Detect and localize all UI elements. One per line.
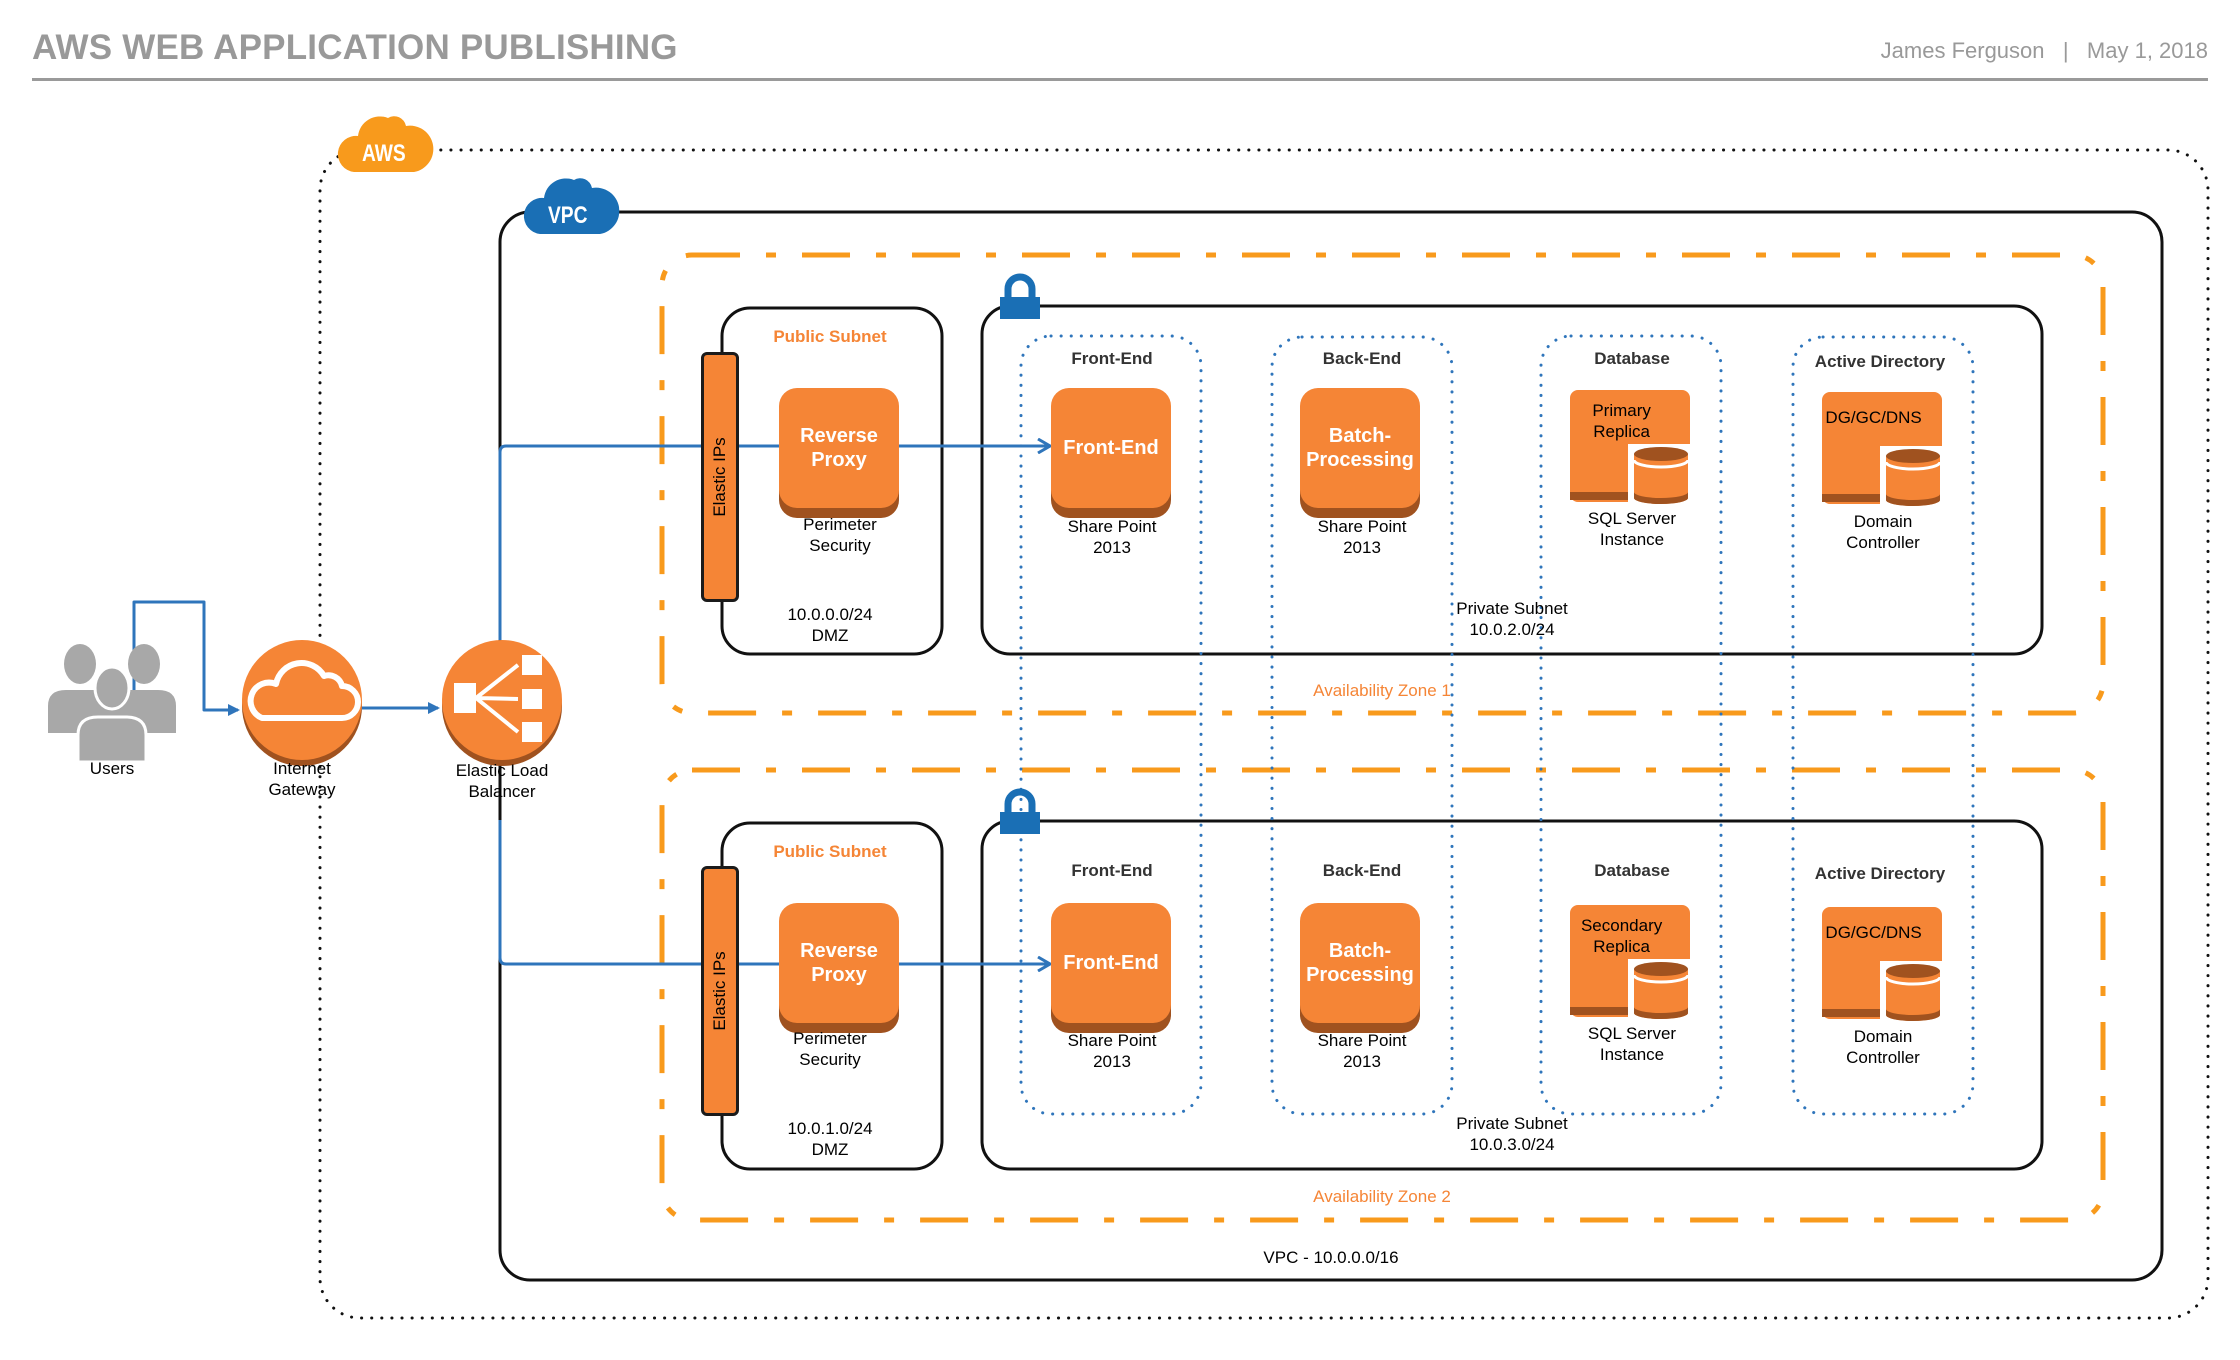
elastic-ips-label: Elastic IPs (710, 951, 729, 1031)
tier-column-active-directory (1791, 335, 1975, 1116)
reverse-proxy-node[interactable]: Reverse Proxy (779, 903, 899, 1023)
elastic-ips-label: Elastic IPs (710, 437, 729, 517)
database-icon (1570, 905, 1690, 1021)
separator: | (2062, 38, 2069, 63)
date: May 1, 2018 (2086, 38, 2208, 63)
primary-replica-node[interactable]: Primary Replica (1570, 390, 1690, 506)
directory-server-icon (1822, 392, 1942, 508)
proxy-caption: Perimeter Security (793, 1029, 867, 1069)
elastic-ips-bar[interactable]: Elastic IPs (701, 352, 739, 602)
tier-column-front-end (1019, 334, 1203, 1116)
domain-controller-node[interactable]: DG/GC/DNS (1822, 392, 1942, 508)
connector-elb-to-zone-1 (498, 446, 1050, 640)
public-subnet-title: Public Subnet (773, 842, 887, 861)
zone-label: Availability Zone 2 (1313, 1187, 1451, 1206)
elastic-ips-bar[interactable]: Elastic IPs (701, 866, 739, 1116)
tier-caption: Share Point 2013 (1317, 1031, 1407, 1071)
tier-caption: Share Point 2013 (1317, 517, 1407, 557)
private-subnet-2 (980, 819, 2044, 1171)
public-subnet-cidr: 10.0.1.0/24 DMZ (787, 1119, 873, 1159)
page-title: AWS WEB APPLICATION PUBLISHING (32, 28, 678, 67)
ad-tile-label: DG/GC/DNS (1825, 408, 1922, 427)
tier-caption: Share Point 2013 (1067, 1031, 1157, 1071)
connector-elb-to-zone-2 (498, 820, 1050, 964)
vpc-cidr-label: VPC - 10.0.0.0/16 (1263, 1248, 1399, 1267)
database-icon (1570, 390, 1690, 506)
tier-heading: Back-End (1322, 861, 1402, 880)
aws-badge-label: AWS (362, 140, 406, 167)
availability-zone-1 (659, 252, 2106, 716)
tier-heading: Active Directory (1814, 864, 1946, 883)
tier-heading: Active Directory (1814, 352, 1946, 371)
vpc-boundary (498, 210, 2164, 1282)
front-end-node[interactable]: Front-End (1051, 388, 1171, 508)
public-subnet-title: Public Subnet (773, 327, 887, 346)
tier-caption: SQL Server Instance (1587, 509, 1677, 549)
secondary-replica-node[interactable]: Secondary Replica (1570, 905, 1690, 1021)
vpc-badge-label: VPC (548, 202, 588, 229)
tier-caption: SQL Server Instance (1587, 1024, 1677, 1064)
tier-heading: Database (1594, 861, 1670, 880)
internet-gateway-icon (242, 640, 362, 766)
tier-caption: Domain Controller (1846, 1027, 1920, 1067)
availability-zone-2 (659, 767, 2106, 1223)
private-subnet-1 (980, 304, 2044, 656)
db-tile-label: Secondary Replica (1580, 916, 1663, 956)
header-rule (32, 78, 2208, 81)
private-subnet-label: Private Subnet 10.0.2.0/24 (1456, 599, 1568, 639)
batch-processing-node[interactable]: Batch- Processing (1300, 903, 1420, 1023)
tier-heading: Front-End (1071, 349, 1153, 368)
tier-heading: Database (1594, 349, 1670, 368)
author-date: James Ferguson | May 1, 2018 (1881, 38, 2208, 64)
front-end-node[interactable]: Front-End (1051, 903, 1171, 1023)
elastic-load-balancer-icon (442, 640, 562, 766)
batch-processing-node[interactable]: Batch- Processing (1300, 388, 1420, 508)
aws-cloud-icon (337, 116, 434, 172)
directory-server-icon (1822, 907, 1942, 1023)
lock-icon (1000, 273, 1040, 319)
author: James Ferguson (1880, 38, 2045, 63)
tier-caption: Domain Controller (1846, 512, 1920, 552)
aws-cloud-boundary (318, 148, 2210, 1320)
users-icon (48, 644, 176, 764)
public-subnet-cidr: 10.0.0.0/24 DMZ (787, 605, 873, 645)
ad-tile-label: DG/GC/DNS (1825, 923, 1922, 942)
db-tile-label: Primary Replica (1592, 401, 1651, 441)
proxy-caption: Perimeter Security (803, 515, 877, 555)
reverse-proxy-node[interactable]: Reverse Proxy (779, 388, 899, 508)
internet-gateway-label: Internet Gateway (268, 759, 336, 799)
tier-heading: Back-End (1322, 349, 1402, 368)
tier-column-back-end (1270, 335, 1454, 1116)
private-subnet-label: Private Subnet 10.0.3.0/24 (1456, 1114, 1568, 1154)
domain-controller-node[interactable]: DG/GC/DNS (1822, 907, 1942, 1023)
tier-caption: Share Point 2013 (1067, 517, 1157, 557)
users-label: Users (89, 759, 135, 778)
tier-heading: Front-End (1071, 861, 1153, 880)
zone-label: Availability Zone 1 (1313, 681, 1451, 700)
vpc-cloud-icon (523, 178, 620, 234)
lock-icon (1000, 788, 1040, 834)
load-balancer-label: Elastic Load Balancer (455, 761, 549, 801)
tier-column-database (1539, 334, 1723, 1116)
